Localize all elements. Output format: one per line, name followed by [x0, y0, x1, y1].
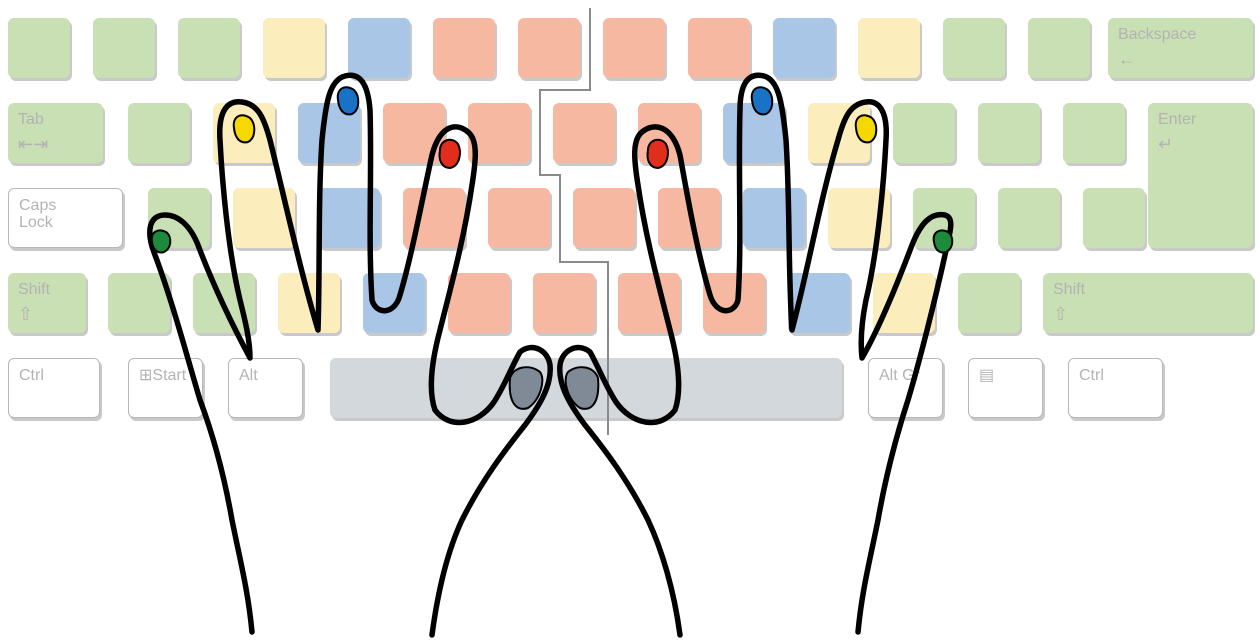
key-shift: Shift ⇧ [8, 273, 86, 333]
key-label: Shift [1053, 281, 1085, 298]
key-alt: Alt [228, 358, 303, 418]
key-index [533, 273, 595, 333]
key-index [403, 188, 465, 248]
key-tab: Tab ⇤⇥ [8, 103, 103, 163]
key-label: Backspace [1118, 26, 1196, 43]
key-pinky [913, 188, 975, 248]
key-index [658, 188, 720, 248]
key-ring [278, 273, 340, 333]
key-symbol: ⇧ [18, 305, 33, 323]
key-pinky [108, 273, 170, 333]
key-index [703, 273, 765, 333]
key-ctrl: Ctrl [1068, 358, 1163, 418]
key-index [618, 273, 680, 333]
key-start: ⊞Start [128, 358, 203, 418]
key-index [448, 273, 510, 333]
key-label: ⊞Start [139, 367, 186, 384]
key-ctrl: Ctrl [8, 358, 100, 418]
key-ring [213, 103, 275, 163]
key-symbol: ← [1118, 50, 1136, 68]
key-pinky [998, 188, 1060, 248]
key-middle [743, 188, 805, 248]
key-pinky [1083, 188, 1145, 248]
key-label: Ctrl [1079, 367, 1104, 384]
key-pinky [978, 103, 1040, 163]
key-middle [348, 18, 410, 78]
key-spacebar [330, 358, 842, 418]
key-pinky [148, 188, 210, 248]
key-caps-lock: Caps Lock [8, 188, 123, 248]
key-middle [318, 188, 380, 248]
key-index [383, 103, 445, 163]
key-index [518, 18, 580, 78]
key-index [553, 103, 615, 163]
key-pinky [943, 18, 1005, 78]
key-ring [233, 188, 295, 248]
key-label: Ctrl [19, 367, 44, 384]
key-label: Shift [18, 281, 50, 298]
key-ring [808, 103, 870, 163]
key-alt-gr: Alt Gr [868, 358, 943, 418]
key-pinky [1063, 103, 1125, 163]
key-label: Tab [18, 111, 44, 128]
key-middle [773, 18, 835, 78]
key-ring [828, 188, 890, 248]
key-shift: Shift ⇧ [1043, 273, 1253, 333]
key-middle [788, 273, 850, 333]
key-pinky [958, 273, 1020, 333]
key-: ▤ [968, 358, 1043, 418]
key-middle [298, 103, 360, 163]
key-pinky [178, 18, 240, 78]
key-ring [858, 18, 920, 78]
key-label: ▤ [979, 367, 994, 384]
key-index [468, 103, 530, 163]
key-enter: Enter ↵ [1148, 103, 1253, 248]
key-index [573, 188, 635, 248]
key-symbol: ⇧ [1053, 305, 1068, 323]
key-label: Enter [1158, 111, 1196, 128]
key-middle [363, 273, 425, 333]
key-pinky [8, 18, 70, 78]
key-symbol: ↵ [1158, 135, 1173, 153]
key-index [603, 18, 665, 78]
key-backspace: Backspace ← [1108, 18, 1253, 78]
key-label: Caps Lock [19, 197, 56, 231]
key-ring [263, 18, 325, 78]
key-label: Alt [239, 367, 258, 384]
key-index [433, 18, 495, 78]
key-middle [723, 103, 785, 163]
key-pinky [893, 103, 955, 163]
key-pinky [193, 273, 255, 333]
key-index [488, 188, 550, 248]
key-pinky [93, 18, 155, 78]
key-pinky [128, 103, 190, 163]
key-label: Alt Gr [879, 367, 920, 384]
key-pinky [1028, 18, 1090, 78]
key-ring [873, 273, 935, 333]
key-symbol: ⇤⇥ [18, 135, 48, 153]
key-index [638, 103, 700, 163]
key-index [688, 18, 750, 78]
